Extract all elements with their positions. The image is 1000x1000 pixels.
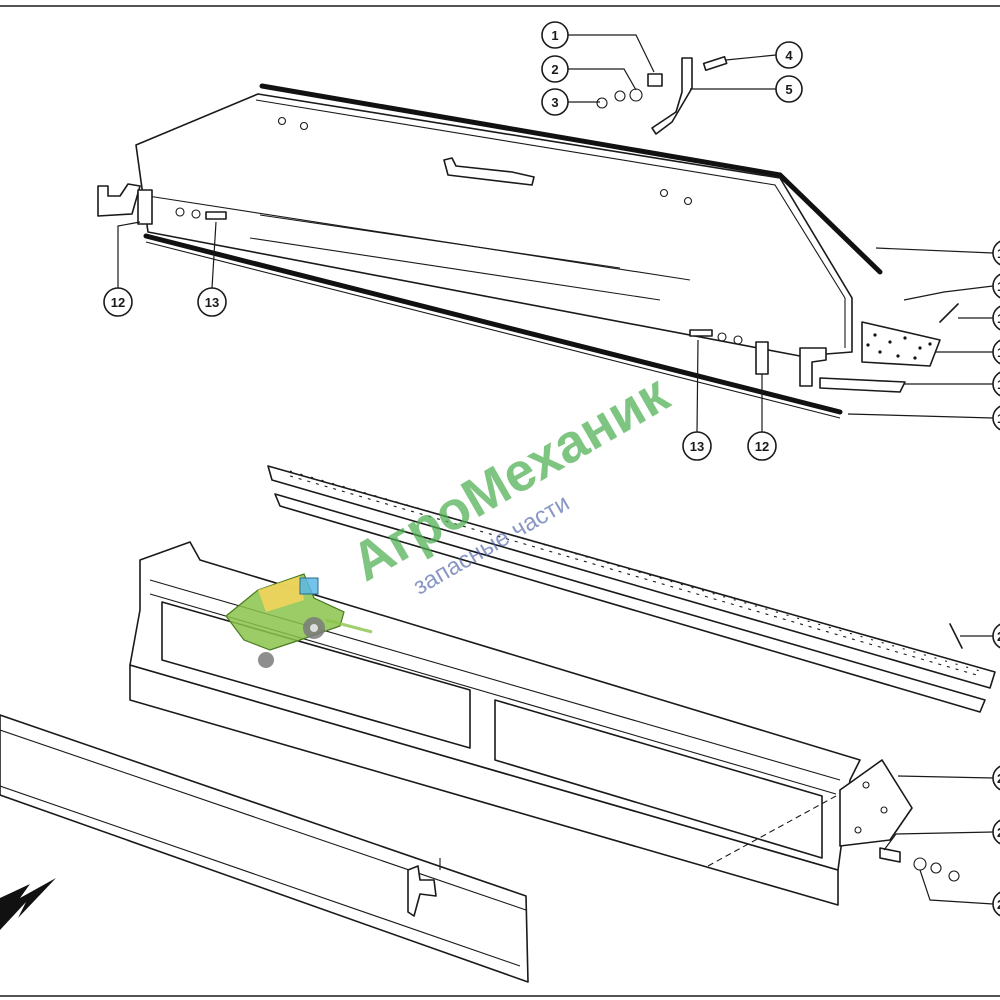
svg-text:1: 1 <box>997 246 1000 261</box>
arrow-icon <box>0 878 56 930</box>
svg-text:1: 1 <box>997 411 1000 426</box>
harvester-logo-icon <box>225 573 373 668</box>
svg-text:5: 5 <box>785 82 792 97</box>
upper-cover <box>97 55 959 419</box>
callout-12-right: 12 <box>747 431 777 461</box>
svg-text:3: 3 <box>551 95 558 110</box>
callout-right-10: 2 <box>992 891 1000 917</box>
svg-text:1: 1 <box>551 28 558 43</box>
callout-2: 2 <box>541 55 569 83</box>
svg-text:2: 2 <box>997 825 1000 840</box>
svg-text:12: 12 <box>755 439 769 454</box>
callout-3: 3 <box>541 88 569 116</box>
svg-text:2: 2 <box>997 771 1000 786</box>
callout-right-1: 1 <box>992 240 1000 266</box>
svg-text:1: 1 <box>997 311 1000 326</box>
callout-4: 4 <box>775 41 803 69</box>
foam-texture <box>866 333 932 360</box>
svg-text:12: 12 <box>111 295 125 310</box>
bottom-panel <box>0 714 529 983</box>
callout-right-3: 1 <box>992 305 1000 331</box>
svg-text:2: 2 <box>997 897 1000 912</box>
svg-text:2: 2 <box>997 629 1000 644</box>
svg-text:1: 1 <box>997 377 1000 392</box>
svg-text:2: 2 <box>551 62 558 77</box>
callout-right-8: 2 <box>992 765 1000 791</box>
svg-text:1: 1 <box>997 279 1000 294</box>
callout-13-left: 13 <box>197 287 227 317</box>
callout-right-5: 1 <box>992 371 1000 397</box>
callout-5: 5 <box>775 75 803 103</box>
callout-right-4: 1 <box>992 339 1000 365</box>
callout-13-right: 13 <box>682 431 712 461</box>
callout-right-6: 1 <box>992 405 1000 431</box>
callout-12-left: 12 <box>103 287 133 317</box>
svg-text:13: 13 <box>690 439 704 454</box>
svg-text:1: 1 <box>997 345 1000 360</box>
strip-texture <box>289 470 981 677</box>
diagram-frame <box>0 5 1000 997</box>
callout-right-2: 1 <box>992 273 1000 299</box>
callout-1: 1 <box>541 21 569 49</box>
svg-text:4: 4 <box>785 48 793 63</box>
svg-text:13: 13 <box>205 295 219 310</box>
callout-right-9: 2 <box>992 819 1000 845</box>
watermark-title: АгроМеханик <box>341 363 679 593</box>
callout-right-7: 2 <box>992 623 1000 649</box>
leader-lines <box>117 34 994 905</box>
